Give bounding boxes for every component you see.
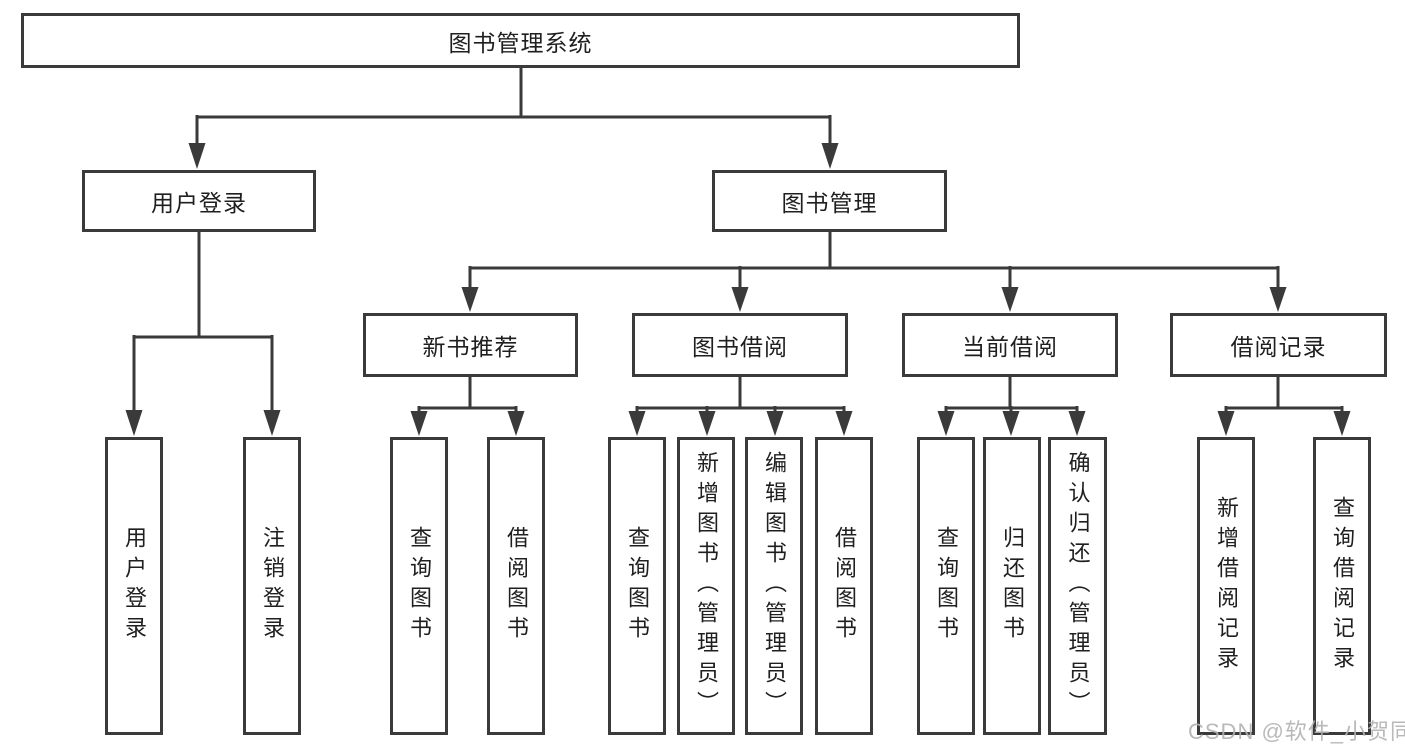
leaf-add-books-admin: 新增图书（管理员） — [677, 437, 735, 735]
leaf-query-books-borrow: 查询图书 — [608, 437, 666, 735]
node-current-borrow: 当前借阅 — [902, 313, 1118, 377]
leaf-confirm-return-admin: 确认归还（管理员） — [1048, 437, 1107, 735]
node-book-borrow: 图书借阅 — [632, 313, 848, 377]
leaf-borrow-books: 借阅图书 — [815, 437, 873, 735]
connector-book-borrow-children — [628, 377, 853, 436]
connector-current-borrow-children — [937, 377, 1086, 436]
leaf-edit-books-admin: 编辑图书（管理员） — [745, 437, 803, 735]
connector-user-login-children — [125, 232, 281, 436]
leaf-query-books-recommend: 查询图书 — [390, 437, 448, 735]
node-new-book-recommend: 新书推荐 — [363, 313, 578, 377]
leaf-user-login: 用户登录 — [105, 437, 163, 735]
leaf-query-books-current: 查询图书 — [917, 437, 975, 735]
node-user-login: 用户登录 — [82, 170, 316, 232]
node-book-management: 图书管理 — [712, 170, 947, 232]
leaf-borrow-books-recommend: 借阅图书 — [487, 437, 545, 735]
connector-root-to-level2 — [188, 67, 839, 169]
leaf-logout: 注销登录 — [243, 437, 301, 735]
connector-book-management-children — [461, 232, 1287, 312]
leaf-return-books: 归还图书 — [983, 437, 1041, 735]
node-root: 图书管理系统 — [21, 13, 1020, 68]
leaf-query-borrow-record: 查询借阅记录 — [1313, 437, 1371, 735]
leaf-add-borrow-record: 新增借阅记录 — [1197, 437, 1255, 735]
csdn-watermark: CSDN @软件_小贺同学 — [1188, 719, 1405, 744]
connector-borrow-record-children — [1217, 377, 1351, 436]
connector-new-book-children — [410, 377, 525, 436]
node-borrow-record: 借阅记录 — [1170, 313, 1387, 377]
